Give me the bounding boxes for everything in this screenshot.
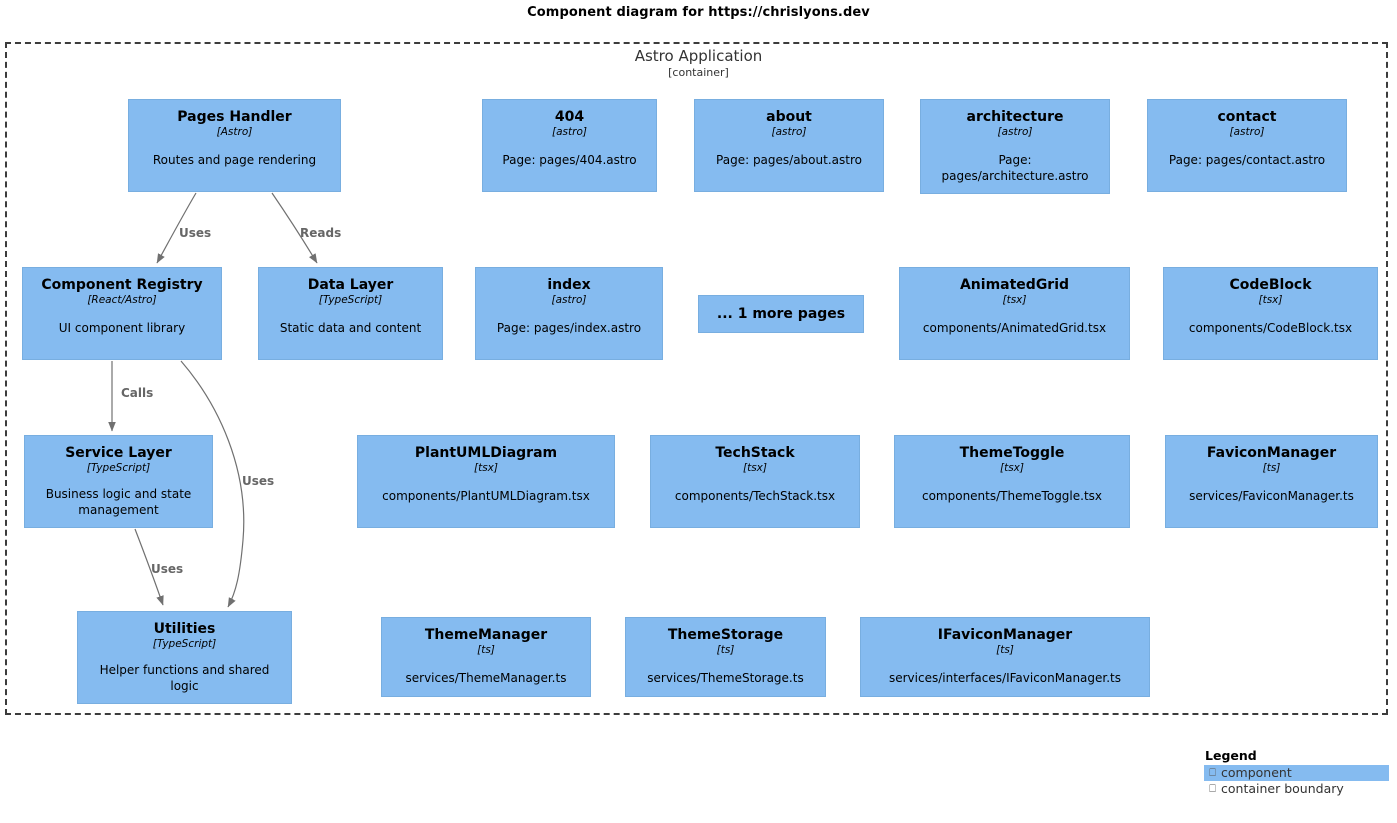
- component-name: ThemeManager: [424, 627, 548, 643]
- component-about[interactable]: about[astro] Page: pages/about.astro: [694, 99, 884, 192]
- legend: Legend ⎕ component ⎕ container boundary: [1204, 747, 1389, 797]
- page-title: Component diagram for https://chrislyons…: [527, 5, 870, 20]
- component-component-registry[interactable]: Component Registry[React/Astro] UI compon…: [22, 267, 222, 360]
- component-theme-storage[interactable]: ThemeStorage[ts] services/ThemeStorage.ts: [625, 617, 826, 697]
- legend-swatch-icon: ⎕: [1209, 766, 1216, 779]
- component-description: Page: pages/contact.astro: [1168, 153, 1326, 167]
- component-description: components/TechStack.tsx: [674, 489, 836, 503]
- component-technology: [tsx]: [743, 462, 767, 474]
- component-404[interactable]: 404[astro] Page: pages/404.astro: [482, 99, 657, 192]
- component-utilities[interactable]: Utilities[TypeScript] Helper functions an…: [77, 611, 292, 704]
- component-description: Routes and page rendering: [152, 153, 317, 167]
- edge-label-uses-registry: Uses: [179, 226, 212, 240]
- component-description: components/CodeBlock.tsx: [1188, 321, 1353, 335]
- component-technology: [React/Astro]: [87, 294, 157, 306]
- component-description: components/PlantUMLDiagram.tsx: [382, 489, 590, 503]
- component-name: TechStack: [715, 445, 795, 461]
- component-technology: [tsx]: [1258, 294, 1283, 306]
- component-favicon-manager[interactable]: FaviconManager[ts] services/FaviconManage…: [1165, 435, 1378, 528]
- component-technology: [tsx]: [474, 462, 498, 474]
- component-description: services/FaviconManager.ts: [1189, 489, 1354, 503]
- component-name: Service Layer: [65, 445, 172, 461]
- component-name: contact: [1217, 109, 1277, 125]
- component-theme-toggle[interactable]: ThemeToggle[tsx] components/ThemeToggle.t…: [894, 435, 1130, 528]
- legend-item-component: ⎕ component: [1204, 765, 1389, 781]
- edge-label-reads-data: Reads: [300, 226, 342, 240]
- component-technology: [astro]: [551, 294, 587, 306]
- component-description: components/AnimatedGrid.tsx: [922, 321, 1107, 335]
- component-architecture[interactable]: architecture[astro] Page: pages/architect…: [920, 99, 1110, 194]
- component-technology: [tsx]: [1002, 294, 1027, 306]
- component-name: about: [766, 109, 812, 125]
- component-name: Pages Handler: [177, 109, 292, 125]
- component-name: index: [547, 277, 591, 293]
- component-description: services/ThemeManager.ts: [405, 671, 567, 685]
- component-animated-grid[interactable]: AnimatedGrid[tsx] components/AnimatedGrid…: [899, 267, 1130, 360]
- component-description: Static data and content: [279, 321, 422, 335]
- component-description: Business logic and state management: [45, 487, 192, 517]
- component-technology: [TypeScript]: [152, 638, 217, 650]
- component-name: Data Layer: [307, 277, 394, 293]
- component-description: UI component library: [58, 321, 186, 335]
- component-tech-stack[interactable]: TechStack[tsx] components/TechStack.tsx: [650, 435, 860, 528]
- edge-label-calls-service: Calls: [121, 386, 154, 400]
- component-technology: [ts]: [1262, 462, 1281, 474]
- component-service-layer[interactable]: Service Layer[TypeScript] Business logic …: [24, 435, 213, 528]
- component-ifavicon-manager[interactable]: IFaviconManager[ts] services/interfaces/I…: [860, 617, 1150, 697]
- component-description: Page: pages/about.astro: [716, 153, 862, 167]
- legend-label: container boundary: [1221, 781, 1344, 796]
- legend-title: Legend: [1205, 748, 1257, 763]
- component-technology: [astro]: [552, 126, 587, 138]
- more-pages-label: ... 1 more pages: [716, 306, 846, 322]
- component-technology: [TypeScript]: [318, 294, 383, 306]
- component-name: CodeBlock: [1229, 277, 1312, 293]
- component-technology: [ts]: [477, 644, 495, 656]
- edge-label-uses-utilities-registry: Uses: [242, 474, 275, 488]
- component-technology: [astro]: [997, 126, 1033, 138]
- component-name: Component Registry: [41, 277, 203, 293]
- legend-items: ⎕ component ⎕ container boundary: [1204, 765, 1389, 797]
- component-code-block[interactable]: CodeBlock[tsx] components/CodeBlock.tsx: [1163, 267, 1378, 360]
- component-name: PlantUMLDiagram: [414, 445, 558, 461]
- edge-label-uses-utilities-service: Uses: [151, 562, 184, 576]
- component-technology: [tsx]: [1000, 462, 1024, 474]
- component-technology: [ts]: [996, 644, 1014, 656]
- component-description: Helper functions and shared logic: [99, 663, 270, 693]
- component-name: IFaviconManager: [937, 627, 1073, 643]
- component-name: AnimatedGrid: [959, 277, 1070, 293]
- container-boundary-astro-application: [5, 42, 1388, 715]
- component-name: ThemeToggle: [959, 445, 1065, 461]
- component-name: FaviconManager: [1206, 445, 1337, 461]
- component-description: components/ThemeToggle.tsx: [921, 489, 1103, 503]
- component-name: ThemeStorage: [667, 627, 784, 643]
- component-name: 404: [554, 109, 585, 125]
- component-contact[interactable]: contact[astro] Page: pages/contact.astro: [1147, 99, 1347, 192]
- component-more-pages[interactable]: ... 1 more pages: [698, 295, 864, 333]
- component-description: Page: pages/404.astro: [502, 153, 637, 167]
- component-plantuml-diagram[interactable]: PlantUMLDiagram[tsx] components/PlantUMLD…: [357, 435, 615, 528]
- component-name: architecture: [966, 109, 1064, 125]
- component-theme-manager[interactable]: ThemeManager[ts] services/ThemeManager.ts: [381, 617, 591, 697]
- component-technology: [astro]: [771, 126, 807, 138]
- component-description: services/interfaces/IFaviconManager.ts: [888, 671, 1122, 685]
- component-pages-handler[interactable]: Pages Handler[Astro] Routes and page rend…: [128, 99, 341, 192]
- component-technology: [astro]: [1229, 126, 1265, 138]
- legend-swatch-icon: ⎕: [1209, 782, 1216, 795]
- component-technology: [ts]: [716, 644, 735, 656]
- legend-item-container-boundary: ⎕ container boundary: [1204, 781, 1389, 797]
- component-data-layer[interactable]: Data Layer[TypeScript] Static data and co…: [258, 267, 443, 360]
- component-description: Page: pages/architecture.astro: [941, 153, 1089, 183]
- component-description: Page: pages/index.astro: [496, 321, 642, 335]
- component-technology: [TypeScript]: [86, 462, 151, 474]
- component-index[interactable]: index[astro] Page: pages/index.astro: [475, 267, 663, 360]
- component-technology: [Astro]: [216, 126, 253, 138]
- legend-label: component: [1221, 765, 1292, 780]
- component-description: services/ThemeStorage.ts: [647, 671, 804, 685]
- component-name: Utilities: [153, 621, 216, 637]
